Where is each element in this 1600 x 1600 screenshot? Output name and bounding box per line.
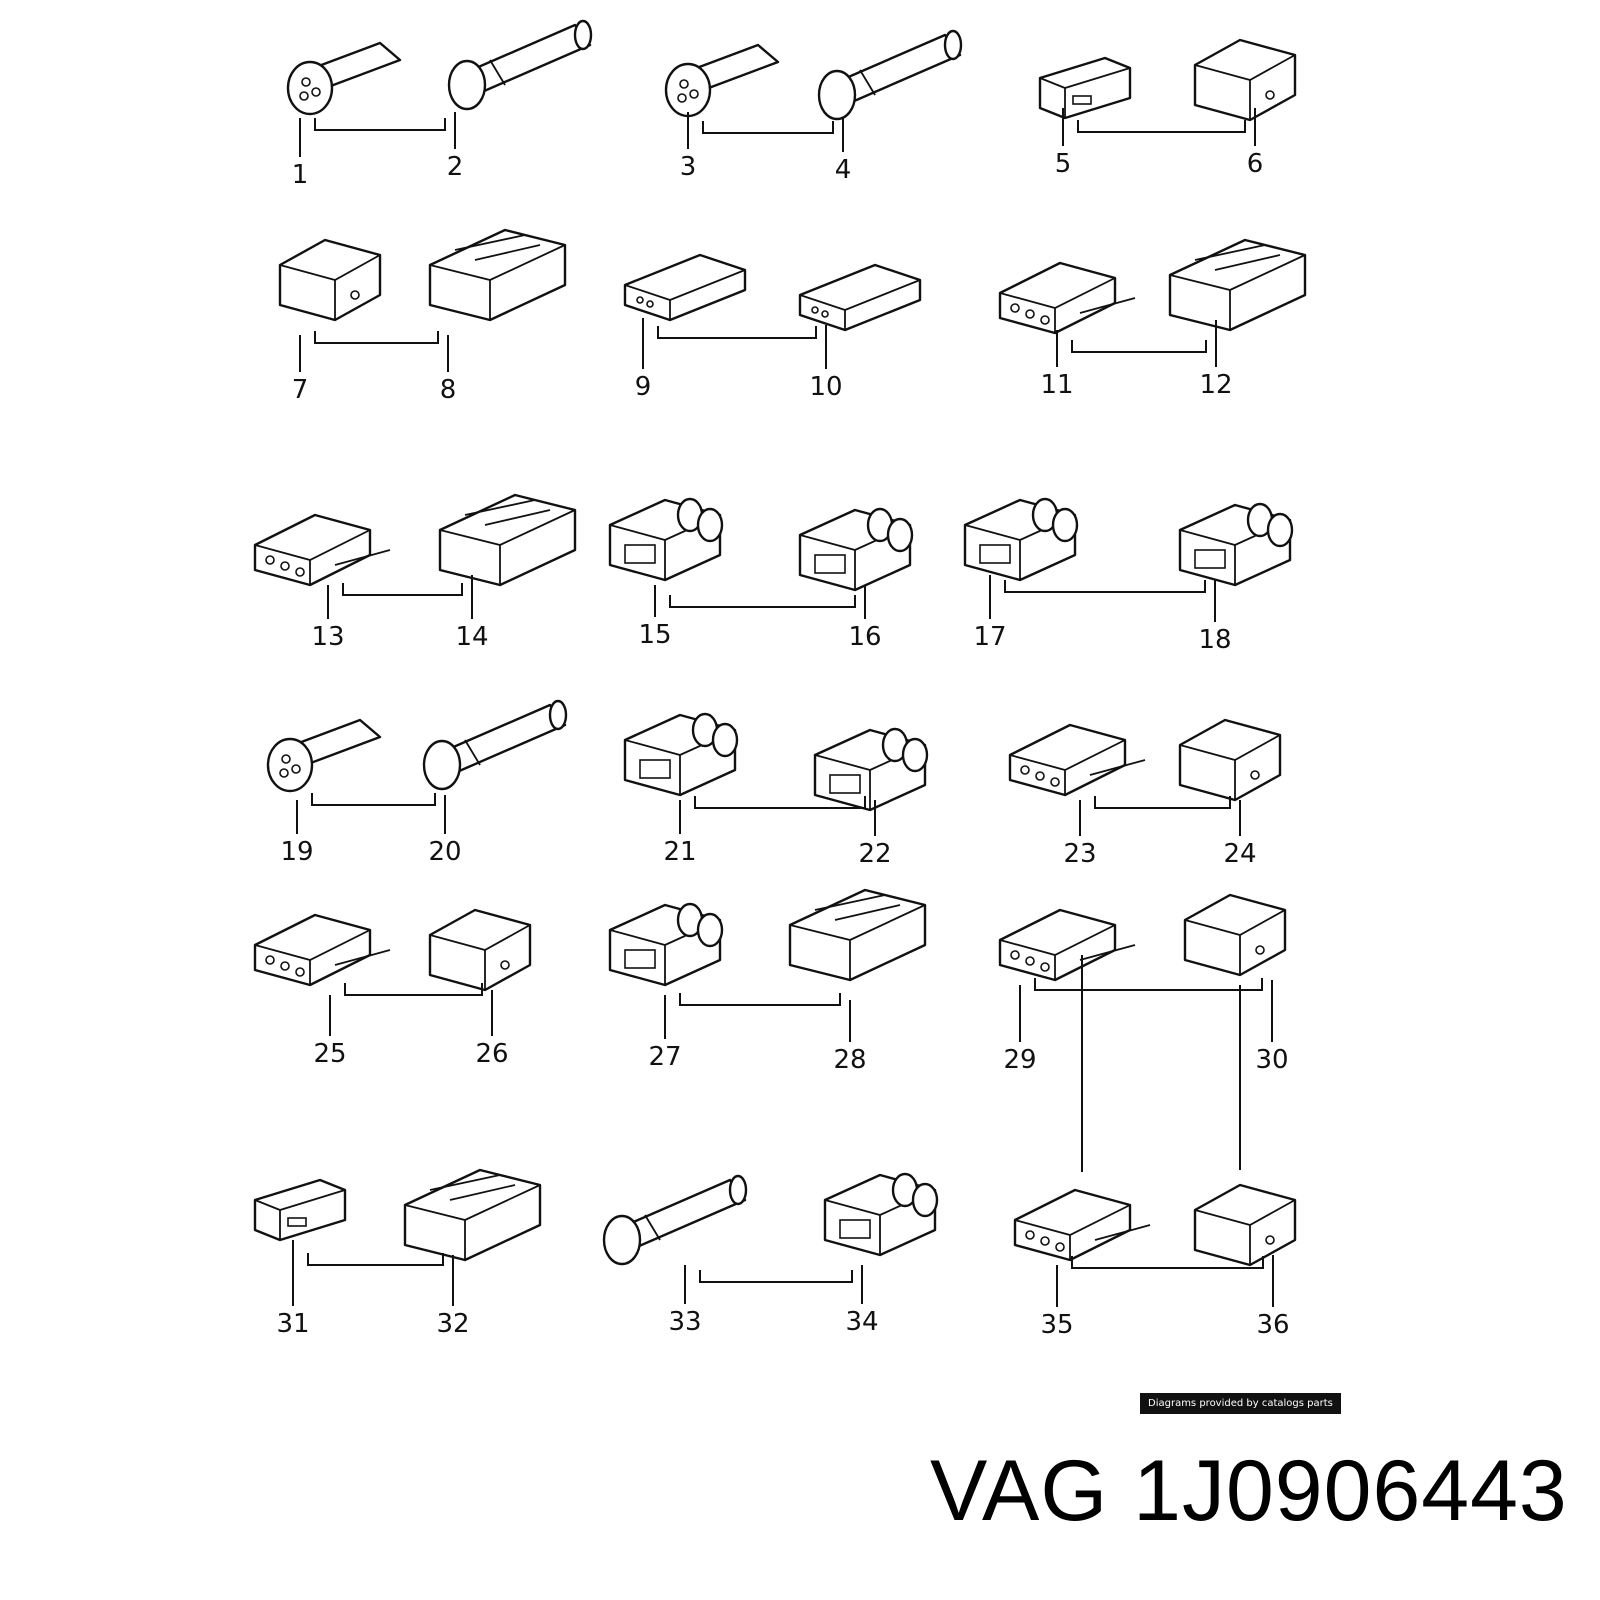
callout-6: 6: [1247, 149, 1264, 179]
connector-23: [1008, 723, 1146, 797]
callout-34: 34: [845, 1307, 878, 1337]
connector-22: [813, 727, 929, 812]
pair-bracket-8: [669, 595, 856, 608]
callout-10: 10: [809, 372, 842, 402]
callout-1: 1: [292, 160, 309, 190]
connector-17: [963, 497, 1079, 582]
connector-5: [1038, 56, 1132, 120]
callout-25: 25: [313, 1039, 346, 1069]
pair-bracket-18: [1071, 1256, 1264, 1269]
callout-36: 36: [1256, 1310, 1289, 1340]
connector-20: [422, 699, 568, 791]
connector-18: [1178, 502, 1294, 587]
callout-21: 21: [663, 837, 696, 867]
callout-15: 15: [638, 620, 671, 650]
connector-30: [1183, 893, 1287, 977]
connector-26: [428, 908, 532, 992]
callout-16: 16: [848, 622, 881, 652]
connector-29: [998, 908, 1136, 982]
pair-bracket-3: [1077, 120, 1246, 133]
connector-7: [278, 238, 382, 322]
connector-36: [1193, 1183, 1297, 1267]
callout-20: 20: [428, 837, 461, 867]
callout-14: 14: [455, 622, 488, 652]
callout-32: 32: [436, 1309, 469, 1339]
connector-12: [1168, 238, 1307, 332]
connector-8: [428, 228, 567, 322]
pair-bracket-16: [307, 1253, 444, 1266]
callout-24: 24: [1223, 839, 1256, 869]
callout-9: 9: [635, 372, 652, 402]
connector-illustrations: [253, 19, 1307, 1267]
connector-34: [823, 1172, 939, 1257]
pair-bracket-6: [1071, 340, 1207, 353]
connector-2: [447, 19, 593, 111]
callout-5: 5: [1055, 149, 1072, 179]
pair-bracket-4: [314, 331, 439, 344]
pair-bracket-14: [679, 993, 841, 1006]
callout-33: 33: [668, 1307, 701, 1337]
callout-35: 35: [1040, 1310, 1073, 1340]
connector-1: [286, 41, 402, 116]
pair-bracket-17: [699, 1270, 853, 1283]
connector-10: [798, 263, 922, 332]
callout-3: 3: [680, 152, 697, 182]
callout-23: 23: [1063, 839, 1096, 869]
callout-31: 31: [276, 1309, 309, 1339]
callout-17: 17: [973, 622, 1006, 652]
connector-27: [608, 902, 724, 987]
leader-lines: [292, 108, 1274, 1307]
callout-28: 28: [833, 1045, 866, 1075]
callout-19: 19: [280, 837, 313, 867]
callout-4: 4: [835, 155, 852, 185]
pair-bracket-11: [694, 796, 866, 809]
connector-14: [438, 493, 577, 587]
callout-29: 29: [1003, 1045, 1036, 1075]
pair-bracket-9: [1004, 580, 1206, 593]
connector-33: [602, 1174, 748, 1266]
connector-9: [623, 253, 747, 322]
callout-13: 13: [311, 622, 344, 652]
pair-bracket-13: [344, 983, 483, 996]
connector-35: [1013, 1188, 1151, 1262]
connector-28: [788, 888, 927, 982]
pair-bracket-5: [657, 326, 817, 339]
part-number-label: VAG 1J0906443: [930, 1443, 1568, 1539]
connector-6: [1193, 38, 1297, 122]
connector-15: [608, 497, 724, 582]
connector-16: [798, 507, 914, 592]
connector-11: [998, 261, 1136, 335]
callout-18: 18: [1198, 625, 1231, 655]
connector-32: [403, 1168, 542, 1262]
callout-8: 8: [440, 375, 457, 405]
pair-bracket-2: [702, 121, 834, 134]
connector-4: [817, 29, 963, 121]
callout-12: 12: [1199, 370, 1232, 400]
callout-26: 26: [475, 1039, 508, 1069]
callout-2: 2: [447, 152, 464, 182]
callout-27: 27: [648, 1042, 681, 1072]
pair-bracket-1: [314, 118, 446, 131]
connector-25: [253, 913, 391, 987]
pair-bracket-7: [342, 583, 463, 596]
callout-11: 11: [1040, 370, 1073, 400]
callout-30: 30: [1255, 1045, 1288, 1075]
connector-13: [253, 513, 391, 587]
pair-bracket-15: [1034, 978, 1263, 991]
connector-31: [253, 1178, 347, 1242]
callout-22: 22: [858, 839, 891, 869]
pair-bracket-12: [1094, 796, 1231, 809]
connector-24: [1178, 718, 1282, 802]
callout-7: 7: [292, 375, 309, 405]
pair-bracket-10: [311, 793, 436, 806]
credit-badge: Diagrams provided by catalogs parts: [1140, 1393, 1341, 1414]
connector-21: [623, 712, 739, 797]
connector-19: [266, 718, 382, 793]
connector-3: [664, 43, 780, 118]
